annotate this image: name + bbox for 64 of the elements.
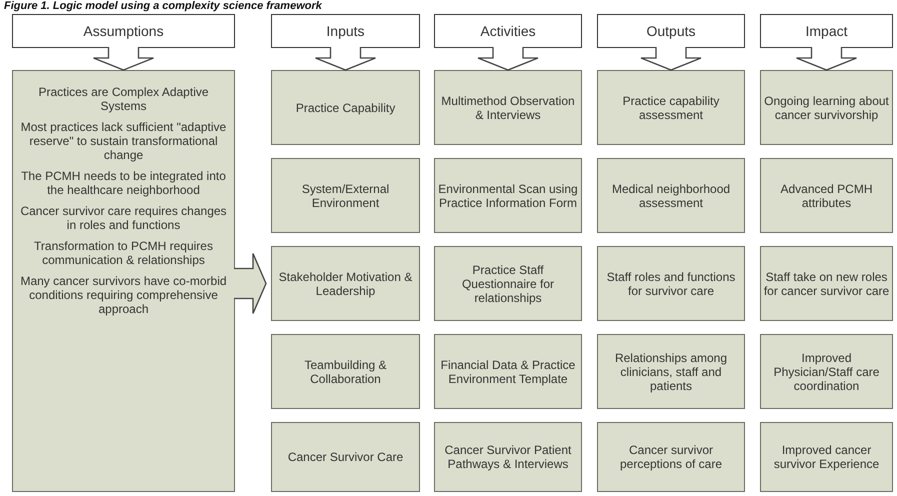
node-text: Multimethod Observation & Interviews — [440, 94, 576, 122]
process-box — [434, 246, 582, 321]
node-text: Staff take on new roles for cancer survivor care — [763, 270, 890, 298]
column-header-box — [12, 14, 235, 48]
node-text: Financial Data & Practice Environment Template — [440, 358, 576, 386]
node-text: Environmental Scan using Practice Information Form — [437, 182, 579, 210]
process-box — [760, 334, 893, 409]
block-arrow — [314, 46, 376, 71]
assumption-text: Cancer survivor care requires changes in roles and functions — [19, 204, 228, 232]
node-text: Outputs — [646, 23, 696, 39]
block-arrow — [477, 46, 539, 71]
node-text: Activities — [480, 23, 536, 39]
node-text: Improved Physician/Staff care coordination — [772, 350, 880, 392]
process-box — [271, 70, 420, 145]
node-text: Medical neighborhood assessment — [610, 182, 732, 210]
assumption-text: Many cancer survivors have co-morbid conditions requiring comprehensive approach — [19, 274, 228, 316]
process-box — [597, 158, 745, 233]
node-text: Relationships among clinicians, staff and patients — [614, 350, 728, 392]
process-box — [434, 422, 582, 492]
node-text: Impact — [805, 23, 848, 39]
node-text: Ongoing learning about cancer survivorship — [763, 94, 890, 122]
process-box — [597, 334, 745, 409]
process-box — [434, 70, 582, 145]
process-box — [597, 70, 745, 145]
node-text: Practice capability assessment — [622, 94, 720, 122]
block-arrow — [233, 252, 267, 314]
figure-title: Figure 1. Logic model using a complexity science framework — [4, 0, 322, 12]
block-arrow — [796, 46, 858, 71]
assumption-text: The PCMH needs to be integrated into the healthcare neighborhood — [20, 169, 227, 197]
process-box — [434, 158, 582, 233]
node-text: Improved cancer survivor Experience — [772, 443, 880, 471]
process-box — [271, 334, 420, 409]
assumption-text: Practices are Complex Adaptive Systems — [37, 85, 210, 113]
node-text: System/External Environment — [300, 182, 390, 210]
process-box — [760, 70, 893, 145]
node-text: Advanced PCMH attributes — [779, 182, 874, 210]
column-header-box — [434, 14, 582, 48]
process-box — [760, 158, 893, 233]
node-text: Teambuilding & Collaboration — [303, 358, 388, 386]
process-box — [597, 422, 745, 492]
node-text: Inputs — [326, 23, 365, 39]
column-header-box — [271, 14, 420, 48]
process-box — [760, 422, 893, 492]
process-box — [434, 334, 582, 409]
assumption-text: Most practices lack sufficient "adaptive reserve" to sustain transformational change — [20, 120, 228, 162]
node-text: Cancer Survivor Patient Pathways & Interviews — [444, 443, 572, 471]
node-text: Practice Staff Questionnaire for relationships — [460, 262, 556, 304]
process-box — [271, 158, 420, 233]
column-header-box — [597, 14, 745, 48]
assumptions-panel — [12, 70, 235, 492]
process-box — [597, 246, 745, 321]
node-text: Practice Capability — [296, 100, 396, 114]
block-arrow — [640, 46, 702, 71]
node-text: Cancer survivor perceptions of care — [618, 443, 724, 471]
node-text: Cancer Survivor Care — [288, 450, 404, 464]
node-text: Assumptions — [83, 23, 164, 39]
process-box — [760, 246, 893, 321]
assumption-text: Transformation to PCMH requires communication & relationships — [33, 239, 214, 267]
process-box — [271, 246, 420, 321]
node-text: Staff roles and functions for survivor care — [606, 270, 736, 298]
process-box — [271, 422, 420, 492]
block-arrow — [92, 46, 154, 71]
node-text: Stakeholder Motivation & Leadership — [278, 270, 414, 298]
column-header-box — [760, 14, 893, 48]
